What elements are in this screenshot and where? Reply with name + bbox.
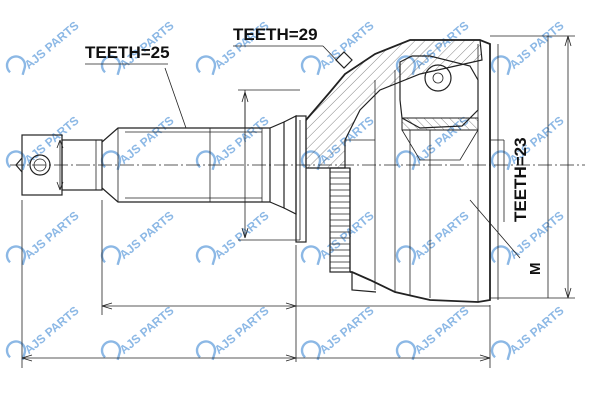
label-teeth-shaft: TEETH=25 (85, 43, 170, 62)
svg-text:AJS PARTS: AJS PARTS (22, 303, 82, 356)
shaft-shoulder (269, 115, 307, 243)
svg-text:AJS PARTS: AJS PARTS (212, 113, 272, 166)
svg-text:AJS PARTS: AJS PARTS (117, 113, 177, 166)
label-teeth-abs: TEETH=29 (233, 25, 318, 44)
watermark-layer: AJS PARTS AJS PARTS AJS PARTS AJS PARTS AJS … (5, 18, 567, 361)
shaft-spline (101, 127, 271, 203)
dimension-lines (21, 35, 575, 368)
svg-text:AJS PARTS: AJS PARTS (317, 303, 377, 356)
svg-text:AJS PARTS: AJS PARTS (212, 208, 272, 261)
outer-housing (305, 39, 491, 303)
abs-ring (329, 167, 351, 273)
leader-lines (85, 45, 521, 259)
svg-text:AJS PARTS: AJS PARTS (507, 18, 567, 71)
svg-text:AJS PARTS: AJS PARTS (412, 303, 472, 356)
svg-text:AJS PARTS: AJS PARTS (22, 208, 82, 261)
label-teeth-inner: TEETH=23 (511, 137, 530, 222)
label-thread: M (527, 263, 544, 276)
svg-text:AJS PARTS: AJS PARTS (317, 208, 377, 261)
shaft-end (15, 134, 103, 196)
svg-text:AJS PARTS: AJS PARTS (117, 208, 177, 261)
svg-text:AJS PARTS: AJS PARTS (117, 303, 177, 356)
svg-text:AJS PARTS: AJS PARTS (507, 303, 567, 356)
svg-text:AJS PARTS: AJS PARTS (212, 303, 272, 356)
svg-text:AJS PARTS: AJS PARTS (22, 18, 82, 71)
svg-text:AJS PARTS: AJS PARTS (412, 208, 472, 261)
